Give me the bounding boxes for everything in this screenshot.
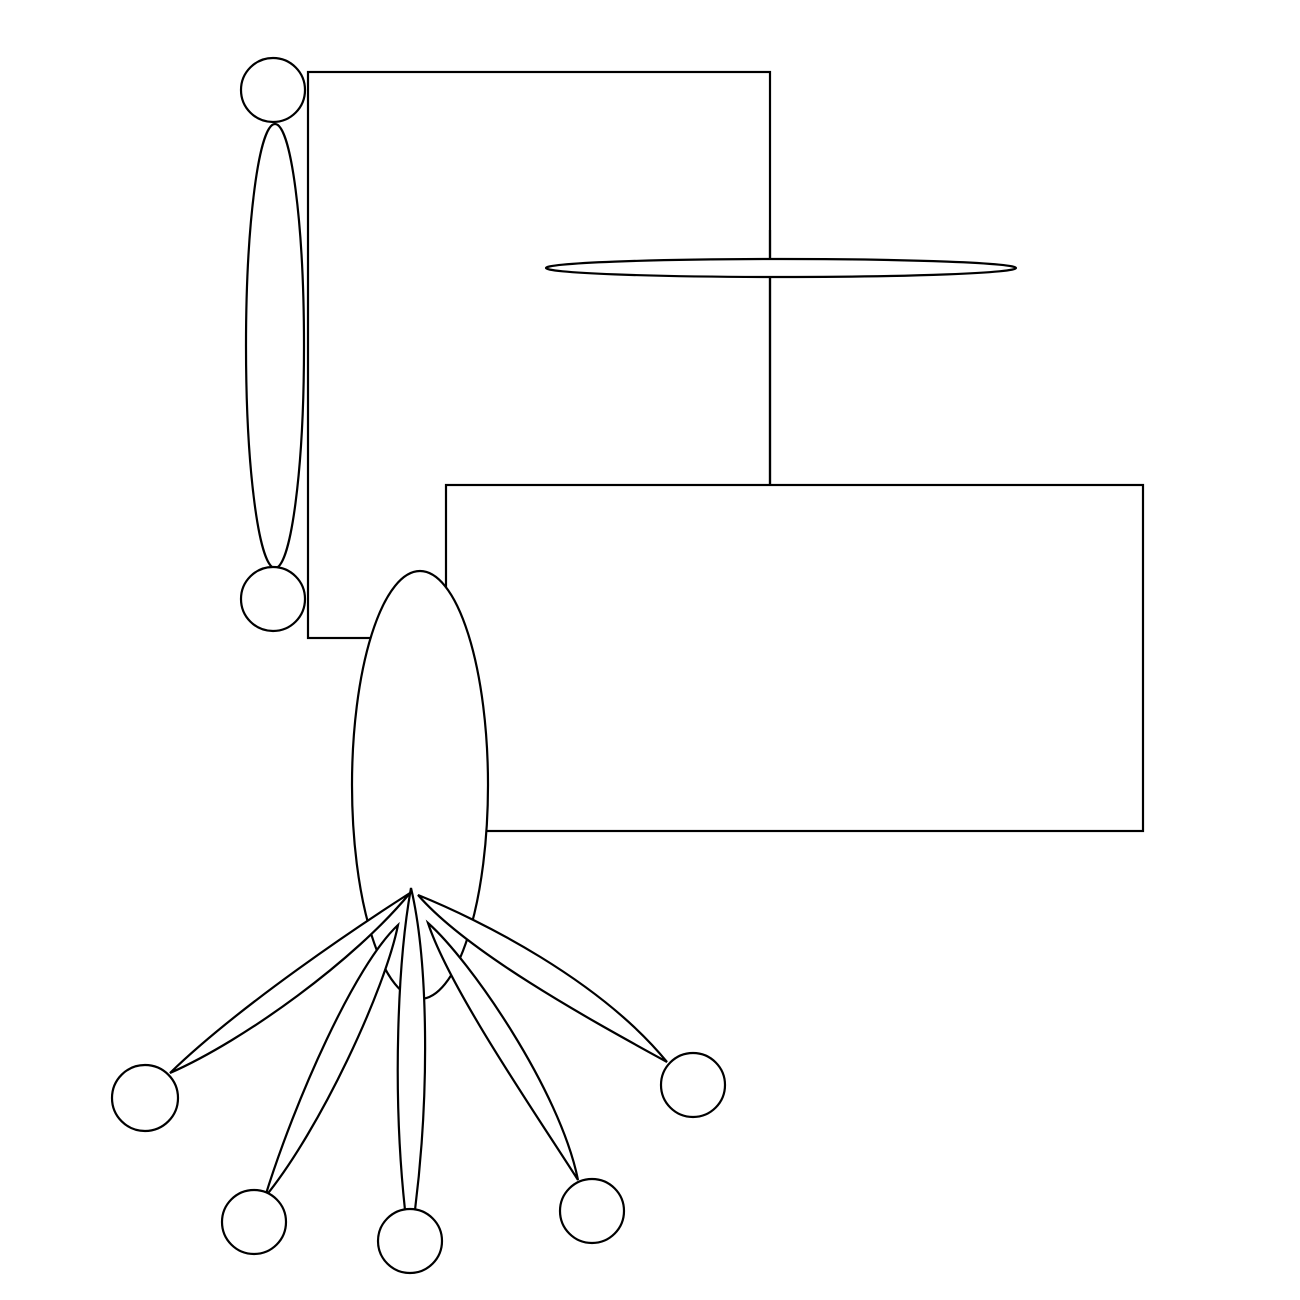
petal-far-right bbox=[417, 893, 668, 1063]
top-left-circle bbox=[239, 56, 307, 124]
petal-end-circle-center bbox=[376, 1207, 444, 1275]
horizontal-flat-ellipse bbox=[544, 257, 1018, 279]
petal-left bbox=[263, 921, 400, 1198]
bottom-left-circle bbox=[239, 565, 307, 633]
left-vertical-ellipse bbox=[244, 122, 306, 570]
petal-end-circle-far-left bbox=[110, 1063, 180, 1133]
petal-end-circle-left bbox=[220, 1188, 288, 1256]
petal-right bbox=[425, 919, 580, 1181]
petal-end-circle-far-right bbox=[659, 1051, 727, 1119]
petal-end-circle-right bbox=[558, 1177, 626, 1245]
lower-rectangle bbox=[444, 483, 1145, 833]
petal-center bbox=[396, 887, 427, 1212]
